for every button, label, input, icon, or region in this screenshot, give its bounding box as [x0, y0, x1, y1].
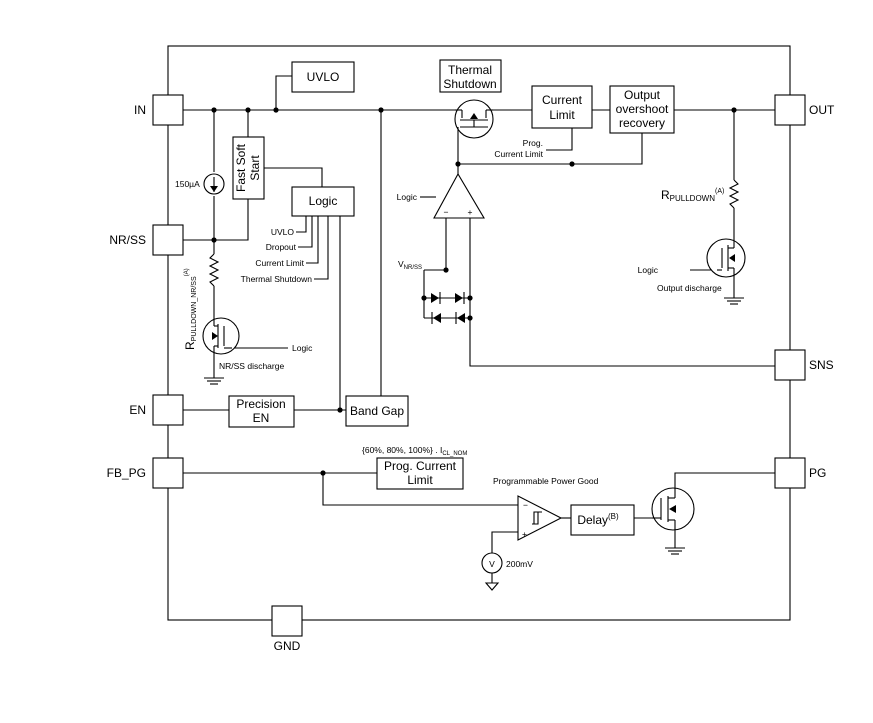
- prog-cl-small-line1: Prog.: [523, 138, 543, 148]
- current-limit-line2: Limit: [549, 108, 575, 122]
- thermal-shutdown-line1: Thermal: [448, 63, 492, 77]
- pg-fet: [651, 487, 695, 531]
- vnrss-label: VNR/SS: [398, 259, 422, 271]
- amp-plus-label: +: [468, 207, 473, 217]
- pin-sns: [774, 349, 806, 381]
- amp-logic-label: Logic: [397, 192, 418, 202]
- output-overshoot-line2: overshoot: [616, 102, 669, 116]
- programmable-power-good-label: Programmable Power Good: [493, 476, 599, 486]
- nrss-ground: [204, 377, 224, 385]
- pin-in: [152, 94, 184, 126]
- pin-label-pg: PG: [809, 466, 826, 480]
- current-source: [203, 173, 225, 195]
- prog-cl-small-line2: Current Limit: [494, 149, 543, 159]
- delay-label: Delay(B): [577, 512, 619, 527]
- output-overshoot-line3: recovery: [619, 116, 665, 130]
- pin-label-sns: SNS: [809, 358, 834, 372]
- junction-dots: [211, 107, 737, 476]
- logic-input-dropout: Dropout: [266, 242, 297, 252]
- output-pulldown-resistor: [728, 179, 740, 209]
- logic-input-current-limit: Current Limit: [255, 258, 304, 268]
- output-discharge-logic-label: Logic: [638, 265, 659, 275]
- wires: [183, 75, 775, 620]
- band-gap-label: Band Gap: [350, 404, 404, 418]
- error-amplifier: [433, 172, 485, 219]
- uvlo-block: [291, 61, 355, 93]
- pin-label-en: EN: [129, 403, 146, 417]
- current-limit-line1: Current: [542, 93, 583, 107]
- pin-out: [774, 94, 806, 126]
- pass-transistor: [454, 99, 494, 139]
- nrss-discharge-fet: [202, 317, 240, 355]
- fast-soft-start-line2: Start: [248, 155, 262, 181]
- comp-minus-label: −: [523, 500, 528, 510]
- delay-block: [570, 504, 635, 536]
- output-discharge-fet: [706, 238, 746, 278]
- pin-nr-ss: [152, 224, 184, 256]
- precision-en-line2: EN: [253, 411, 270, 425]
- pin-label-out: OUT: [809, 103, 835, 117]
- logic-input-uvlo: UVLO: [271, 227, 295, 237]
- output-overshoot-line1: Output: [624, 88, 661, 102]
- precision-en-line1: Precision: [236, 397, 285, 411]
- thermal-shutdown-block: [439, 59, 502, 93]
- pg-ground: [665, 547, 685, 555]
- fast-soft-start-block: [232, 136, 265, 200]
- comp-plus-label: +: [522, 529, 527, 539]
- amp-minus-label: −: [444, 207, 449, 217]
- pin-label-gnd: GND: [274, 639, 301, 653]
- pin-en: [152, 394, 184, 426]
- uvlo-label: UVLO: [307, 70, 340, 84]
- pin-label-nr-ss: NR/SS: [109, 233, 146, 247]
- diode-network: [431, 292, 465, 324]
- ref-voltage-label: 200mV: [506, 559, 533, 569]
- reference-voltage-source: [481, 552, 503, 574]
- logic-label: Logic: [309, 194, 338, 208]
- nrss-pulldown-resistor: [208, 253, 220, 287]
- thermal-shutdown-line2: Shutdown: [443, 77, 496, 91]
- output-overshoot-block: [609, 85, 675, 134]
- vsource-symbol: V: [489, 559, 495, 569]
- pin-pg: [774, 457, 806, 489]
- prog-current-limit-block: [376, 457, 464, 490]
- pg-comparator: [517, 495, 563, 541]
- pin-label-fb-pg: FB_PG: [107, 466, 146, 480]
- pin-gnd: [271, 605, 303, 637]
- ref-ground-icon: [484, 582, 500, 591]
- r-pulldown-label: RPULLDOWN(A): [661, 188, 724, 203]
- fast-soft-start-line1: Fast Soft: [234, 143, 248, 192]
- output-ground: [724, 297, 744, 305]
- prog-current-limit-line1: Prog. Current: [384, 459, 457, 473]
- logic-block: [291, 186, 355, 217]
- prog-current-limit-line2: Limit: [407, 473, 433, 487]
- pin-label-in: IN: [134, 103, 146, 117]
- device-boundary: [167, 45, 791, 621]
- r-pulldown-nrss-label: RPULLDOWN_NR/SS(A): [183, 268, 198, 350]
- current-limit-block: [531, 85, 593, 129]
- band-gap-block: [345, 395, 409, 427]
- nrss-discharge-logic-label: Logic: [292, 343, 313, 353]
- output-discharge-label: Output discharge: [657, 283, 722, 293]
- current-source-label: 150µA: [175, 179, 200, 189]
- pin-fb-pg: [152, 457, 184, 489]
- nrss-discharge-label: NR/SS discharge: [219, 361, 284, 371]
- precision-en-block: [228, 395, 295, 428]
- percent-formula-label: {60%, 80%, 100%} . ICL_NOM: [362, 445, 467, 457]
- logic-input-thermal-shutdown: Thermal Shutdown: [241, 274, 313, 284]
